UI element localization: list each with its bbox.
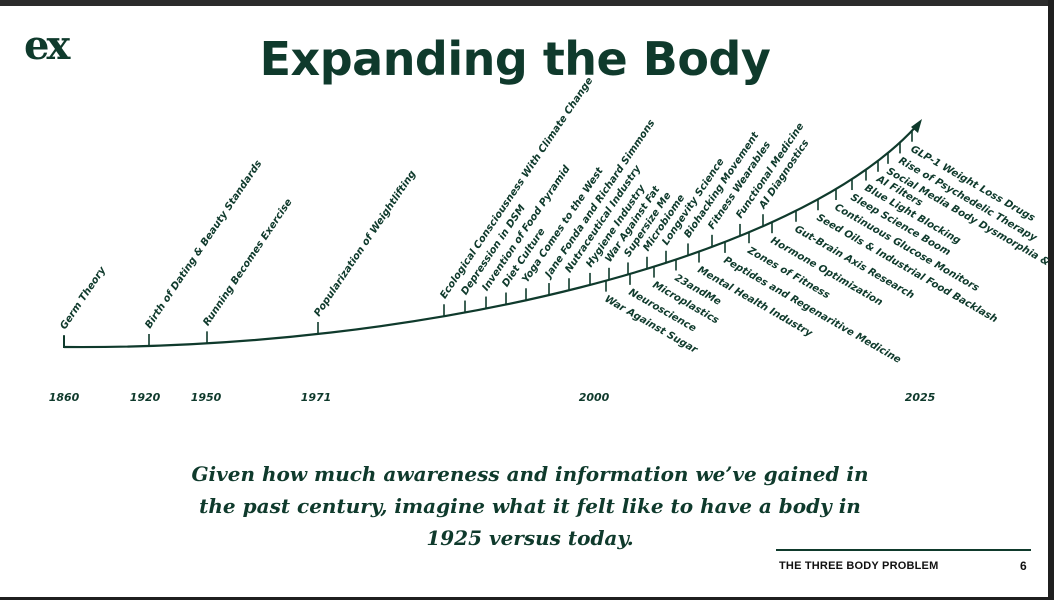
- year-1950: 1950: [191, 391, 222, 404]
- page-number: 6: [1020, 559, 1027, 573]
- window-top-border: [0, 0, 1054, 6]
- window-bottom-border: [0, 597, 1054, 600]
- timeline-ticks: [63, 130, 913, 347]
- brand-logo: ex: [24, 22, 70, 69]
- slide-caption: Given how much awareness and information…: [191, 462, 869, 550]
- event-biohacking-movement: Biohacking Movement: [682, 129, 762, 240]
- event-birth-of-dating-beauty-standards: Birth of Dating & Beauty Standards: [143, 159, 264, 331]
- year-2000: 2000: [579, 391, 610, 404]
- year-2025: 2025: [905, 391, 936, 404]
- timeline-curve: [63, 121, 921, 349]
- timeline-diagram: Germ Theory Birth of Dating & Beauty Stan…: [49, 75, 1052, 404]
- year-1860: 1860: [49, 391, 80, 404]
- slide-title: Expanding the Body: [259, 32, 771, 86]
- timeline-arrowhead: [911, 119, 922, 133]
- year-axis: 1860 1920 1950 1971 2000 2025: [49, 391, 936, 404]
- event-glp-1-weight-loss-drugs: GLP-1 Weight Loss Drugs: [909, 144, 1037, 224]
- event-popularization-of-weightlifting: Popularization of Weightlifting: [312, 169, 418, 319]
- year-1920: 1920: [130, 391, 161, 404]
- footer-title: THE THREE BODY PROBLEM: [779, 560, 939, 572]
- events-below-group: War Against SugarNeuroscienceMicroplasti…: [603, 144, 1052, 366]
- event-germ-theory: Germ Theory: [58, 265, 108, 332]
- footer-rule: [776, 549, 1031, 551]
- year-1971: 1971: [301, 391, 332, 404]
- window-right-border: [1048, 0, 1054, 600]
